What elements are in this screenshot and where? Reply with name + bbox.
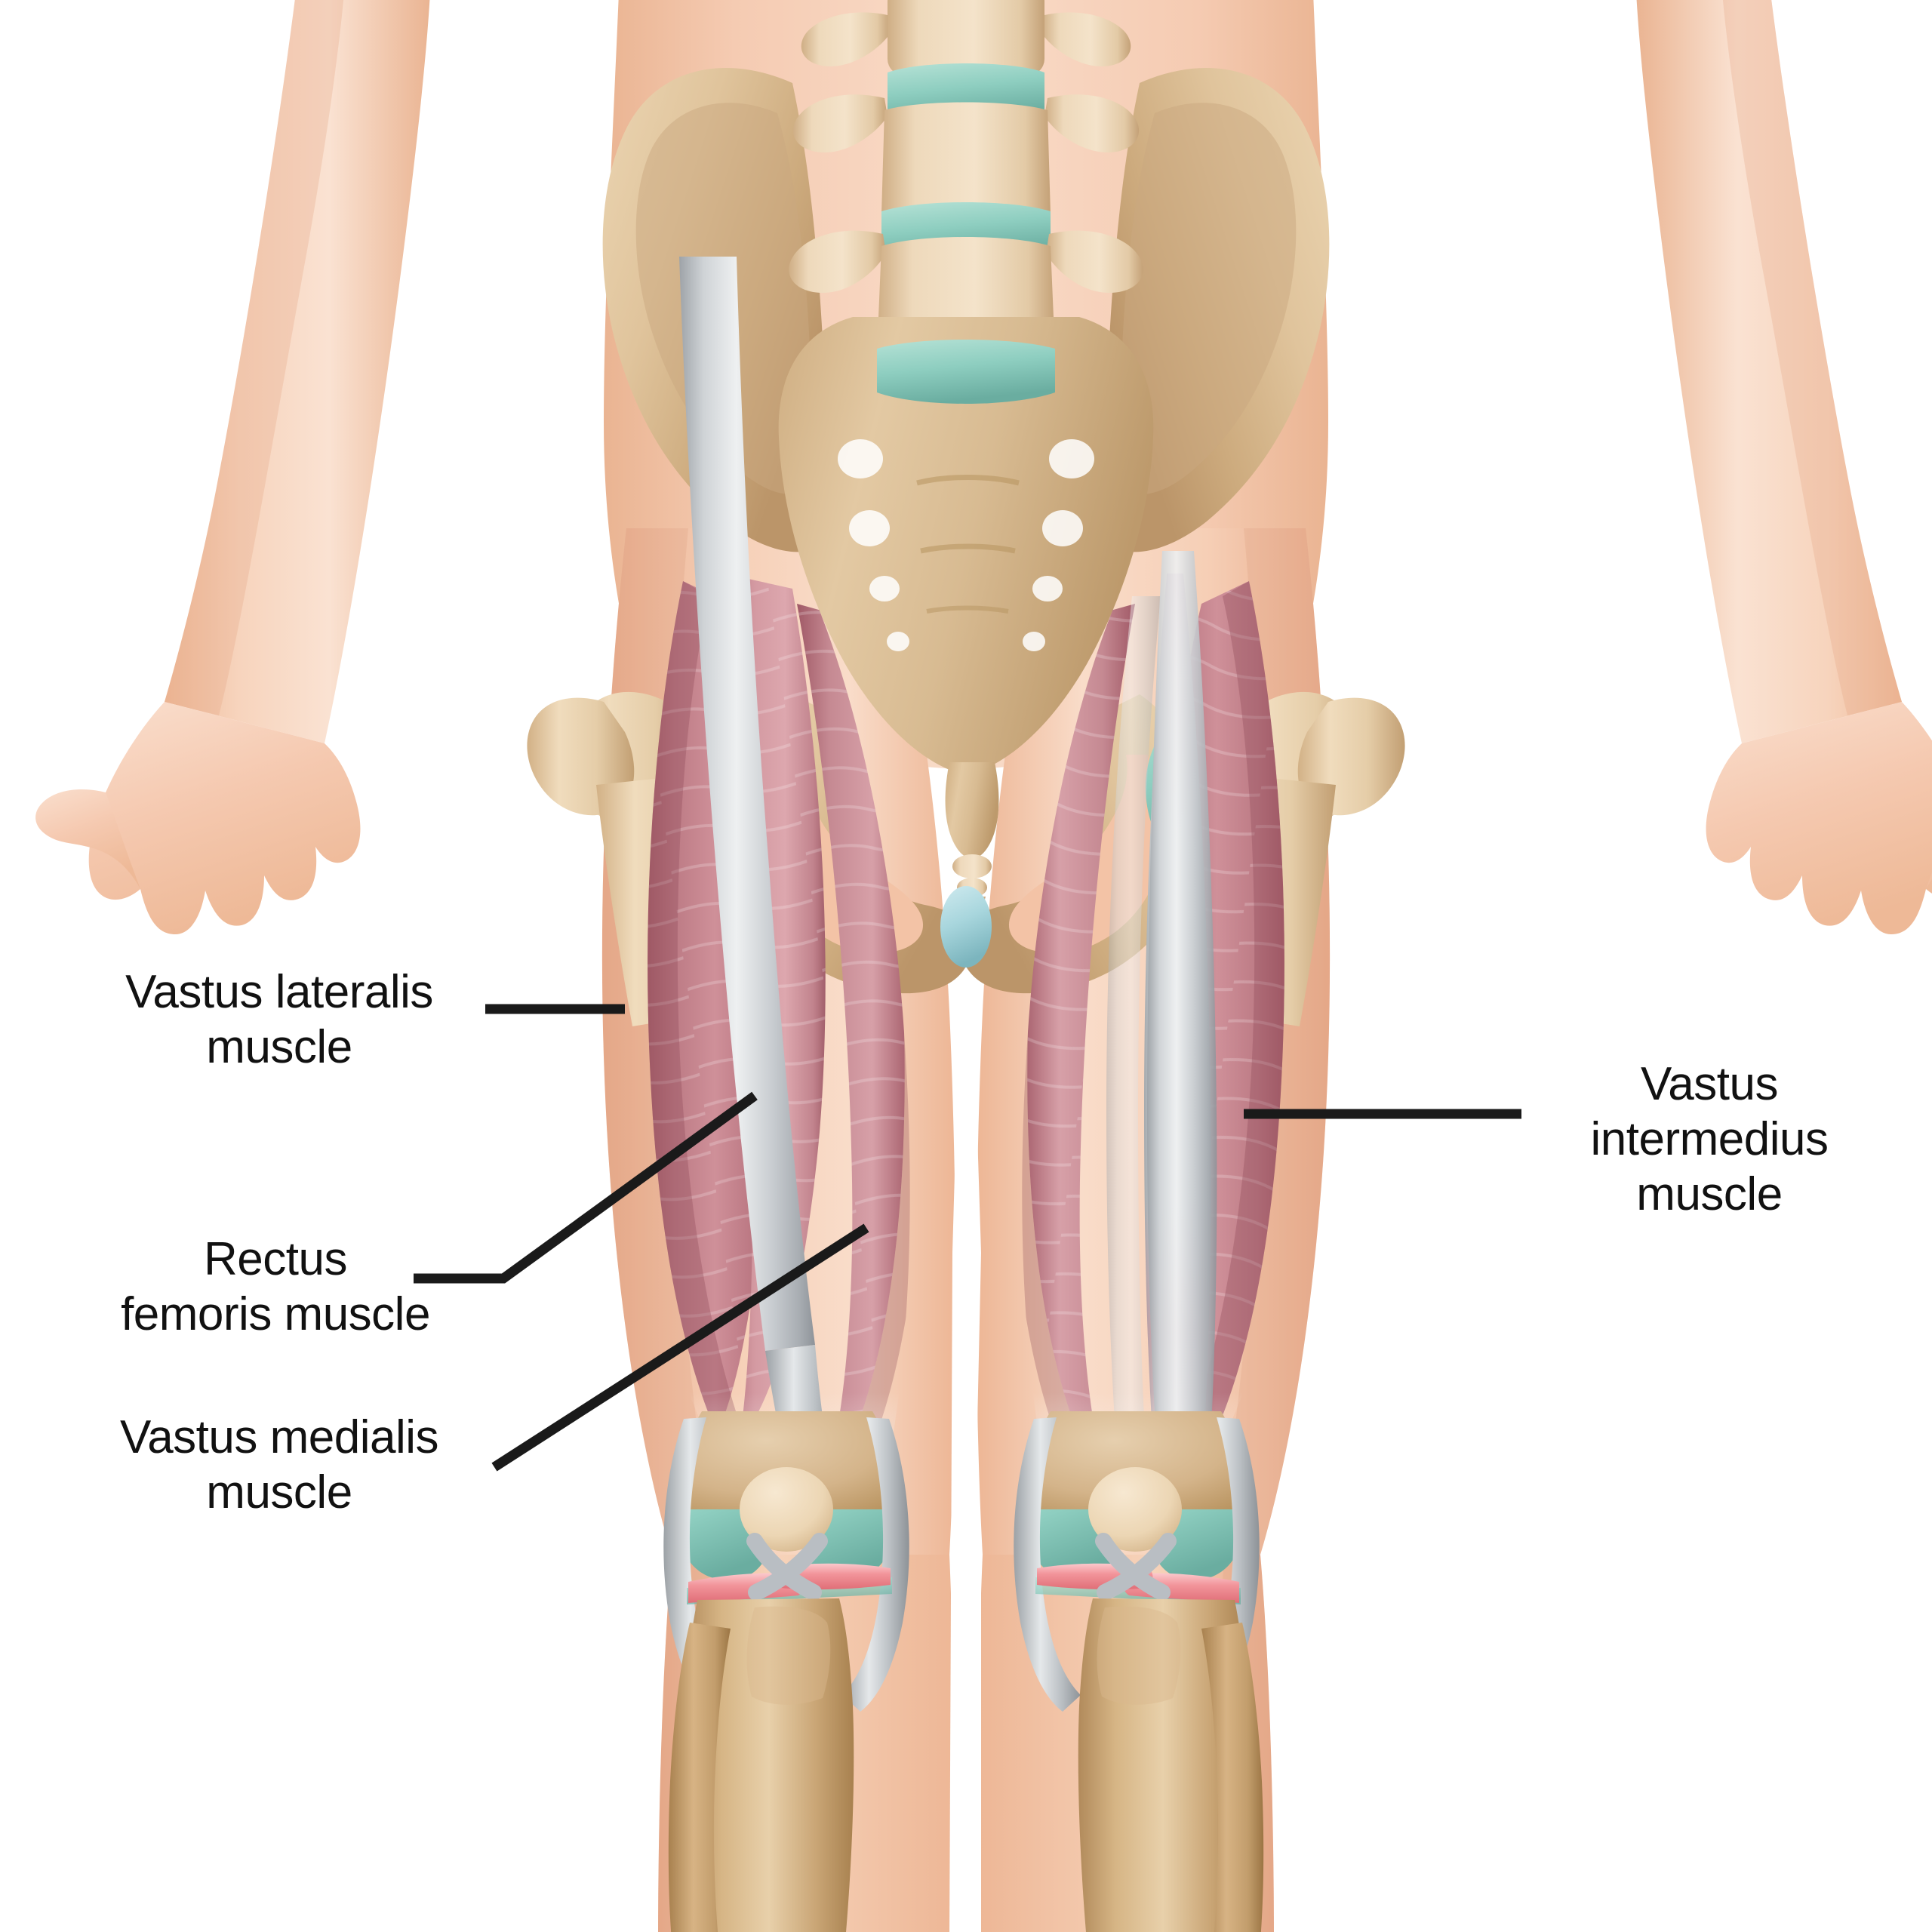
sacral-foramen [869,576,900,601]
sacral-ridge [916,475,1020,486]
right-forearm [1636,0,1902,743]
left-lateral-collateral-ligament [663,1417,731,1712]
left-arm-group [35,0,430,934]
left-knee-group [663,1411,909,1932]
right-quadriceps-tendon [1147,551,1217,1509]
sacral-foramen [838,439,883,478]
leader-lines [414,1004,1521,1472]
sacral-ridge [920,543,1016,554]
right-knee-group [1014,1411,1264,1932]
lumbar-vertebrae [789,0,1143,353]
sacral-foramen [1023,632,1045,651]
right-tibia [1078,1598,1248,1932]
vertebra-body [881,102,1051,214]
right-cruciate-ligaments [1095,1533,1177,1601]
right-fibula [1201,1623,1264,1932]
leader-line-vastus-medialis [491,1223,869,1472]
coccyx [945,762,999,859]
right-hand [1706,702,1932,934]
right-tibial-tuberosity [1097,1606,1181,1705]
vertebra-process [789,230,886,293]
sacral-foramen [1049,439,1094,478]
coccyx-segment [952,854,992,878]
label-vastus-lateralis: Vastus lateralis muscle [125,966,433,1074]
left-patella [740,1467,833,1552]
left-tibial-tuberosity [746,1606,831,1705]
right-ilium-inner-shade [1121,103,1297,494]
label-vastus-medialis: Vastus medialis muscle [119,1411,439,1519]
pubic-symphysis [940,886,992,968]
left-tibia [684,1598,854,1932]
sacrum-disc [877,340,1055,404]
vertebra-body [888,0,1044,75]
label-vastus-intermedius: Vastus intermedius muscle [1590,1058,1829,1221]
left-cruciate-ligaments [746,1533,828,1601]
right-femur-distal [1030,1411,1241,1509]
left-femur-distal [681,1411,893,1509]
sacral-foramen [887,632,909,651]
left-fibula [668,1623,731,1932]
left-medial-collateral-ligament [842,1417,909,1712]
left-arm-shade [165,0,344,715]
right-thumb [1926,872,1932,889]
left-forearm [165,0,430,743]
label-rectus-femoris: Rectus femoris muscle [121,1233,430,1341]
leader-line-rectus-femoris [414,1091,758,1284]
sacrum [778,317,1154,770]
vertebra-process [1044,94,1140,152]
vertebra-process [1046,230,1143,293]
inter-shin-gap [952,1551,981,1932]
sacral-foramen [1042,510,1083,546]
sacral-ridge [926,605,1009,614]
right-medial-collateral-ligament [1014,1417,1081,1712]
sacral-foramen [1032,576,1063,601]
left-hand [88,702,361,934]
vertebra-process [1041,12,1131,66]
right-arm-group [1636,0,1932,934]
left-quadriceps-tendon-upper [679,257,815,1351]
left-thumb [35,789,141,889]
right-patella [1088,1467,1182,1552]
vertebra-process [801,12,891,66]
sacral-foramen [849,510,890,546]
right-arm-shade [1722,0,1902,715]
vertebra-process [792,94,888,152]
